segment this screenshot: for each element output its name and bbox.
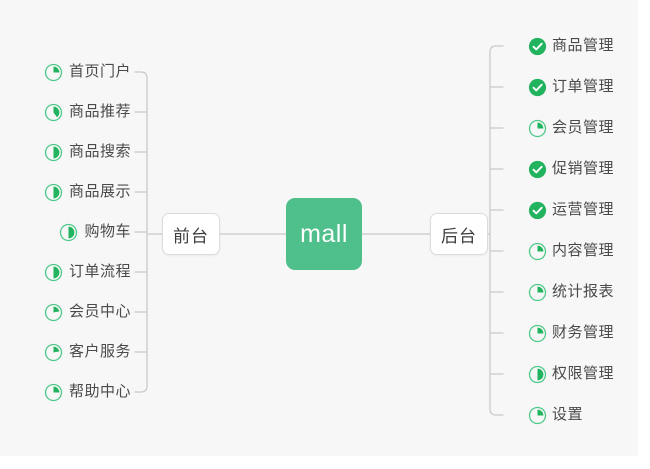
leaf-item-front-1[interactable]: 商品推荐 (44, 99, 131, 125)
leaf-item-front-0[interactable]: 首页门户 (44, 59, 131, 85)
pie-progress-icon (44, 103, 63, 122)
leaf-item-label: 商品展示 (68, 183, 131, 200)
pie-progress-icon (44, 183, 63, 202)
leaf-item-front-7[interactable]: 客户服务 (44, 339, 131, 365)
pie-progress-icon (528, 365, 547, 384)
check-circle-icon (528, 201, 547, 220)
leaf-item-front-4[interactable]: 购物车 (59, 219, 131, 245)
pie-progress-icon (528, 119, 547, 138)
leaf-item-label: 订单流程 (68, 263, 131, 280)
leaf-item-back-1[interactable]: 订单管理 (528, 74, 614, 100)
branch-node-back[interactable]: 后台 (430, 213, 488, 255)
leaf-item-back-6[interactable]: 统计报表 (528, 279, 614, 305)
leaf-item-label: 权限管理 (552, 365, 615, 382)
branch-node-front-label: 前台 (173, 226, 209, 246)
root-node-label: mall (300, 219, 348, 248)
pie-progress-icon (528, 406, 547, 425)
leaf-item-label: 购物车 (84, 223, 131, 240)
leaf-item-back-0[interactable]: 商品管理 (528, 33, 614, 59)
leaf-item-label: 促销管理 (552, 160, 615, 177)
leaf-item-label: 设置 (552, 406, 584, 423)
pie-progress-icon (44, 343, 63, 362)
leaf-item-label: 内容管理 (552, 242, 615, 259)
leaf-item-back-8[interactable]: 权限管理 (528, 361, 614, 387)
leaf-item-front-2[interactable]: 商品搜索 (44, 139, 131, 165)
leaf-item-label: 会员管理 (552, 119, 615, 136)
leaf-item-front-8[interactable]: 帮助中心 (44, 379, 131, 405)
leaf-item-back-9[interactable]: 设置 (528, 402, 583, 428)
pie-progress-icon (59, 223, 78, 242)
leaf-item-front-3[interactable]: 商品展示 (44, 179, 131, 205)
leaf-item-front-6[interactable]: 会员中心 (44, 299, 131, 325)
branch-node-back-label: 后台 (441, 226, 477, 246)
pie-progress-icon (528, 283, 547, 302)
pie-progress-icon (44, 263, 63, 282)
check-circle-icon (528, 160, 547, 179)
leaf-item-label: 商品管理 (552, 37, 615, 54)
leaf-item-label: 会员中心 (68, 303, 131, 320)
leaf-item-label: 客户服务 (68, 343, 131, 360)
pie-progress-icon (44, 303, 63, 322)
leaf-item-back-4[interactable]: 运营管理 (528, 197, 614, 223)
pie-progress-icon (528, 324, 547, 343)
leaf-item-back-7[interactable]: 财务管理 (528, 320, 614, 346)
check-circle-icon (528, 37, 547, 56)
pie-progress-icon (44, 143, 63, 162)
pie-progress-icon (44, 63, 63, 82)
leaf-item-label: 首页门户 (68, 63, 131, 80)
check-circle-icon (528, 78, 547, 97)
leaf-item-label: 商品搜索 (68, 143, 131, 160)
branch-node-front[interactable]: 前台 (162, 213, 220, 255)
leaf-item-label: 商品推荐 (68, 103, 131, 120)
leaf-item-label: 帮助中心 (68, 383, 131, 400)
leaf-item-label: 统计报表 (552, 283, 615, 300)
pie-progress-icon (528, 242, 547, 261)
leaf-item-label: 订单管理 (552, 78, 615, 95)
leaf-item-back-3[interactable]: 促销管理 (528, 156, 614, 182)
pie-progress-icon (44, 383, 63, 402)
leaf-item-label: 运营管理 (552, 201, 615, 218)
leaf-item-back-2[interactable]: 会员管理 (528, 115, 614, 141)
root-node[interactable]: mall (286, 198, 362, 270)
leaf-item-back-5[interactable]: 内容管理 (528, 238, 614, 264)
leaf-item-front-5[interactable]: 订单流程 (44, 259, 131, 285)
leaf-item-label: 财务管理 (552, 324, 615, 341)
